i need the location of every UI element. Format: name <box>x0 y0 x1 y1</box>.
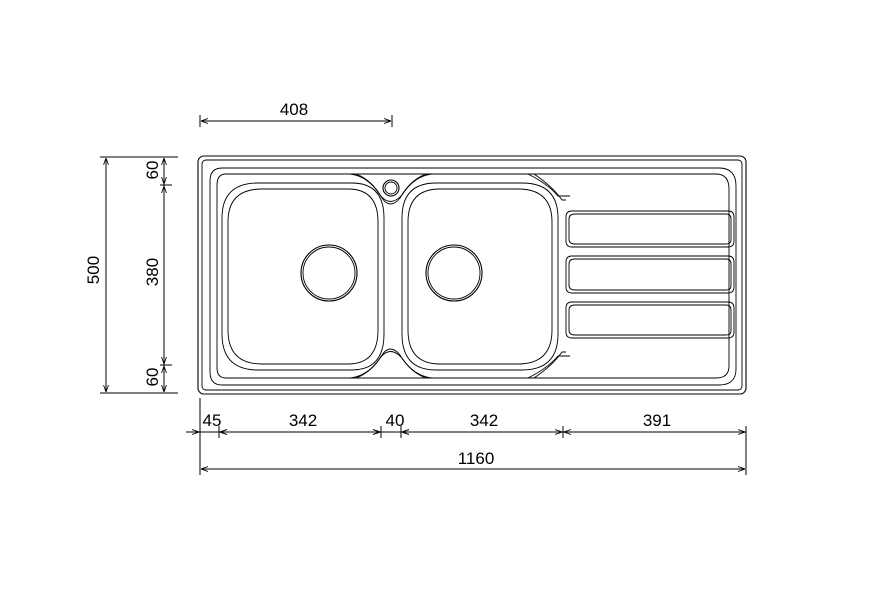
dim-label-bowl-depth: 380 <box>143 258 162 286</box>
dim-label-391: 391 <box>643 411 671 430</box>
dim-label-bottom-edge: 60 <box>143 368 162 387</box>
dimension-width-chain: 45 342 40 342 391 <box>186 398 747 475</box>
dim-label-500: 500 <box>84 256 103 284</box>
outer-rim <box>197 155 747 395</box>
dimension-overall-depth: 500 <box>84 156 178 394</box>
dim-label-408: 408 <box>280 100 308 119</box>
dimension-vertical-parts: 60 380 60 <box>143 158 172 392</box>
deck-inner <box>216 173 730 379</box>
sink-outline <box>197 155 747 395</box>
right-bowl <box>401 182 559 371</box>
tap-bridge <box>349 173 433 379</box>
flat-deck <box>209 167 737 386</box>
dim-label-1160: 1160 <box>458 449 495 468</box>
dim-label-top-edge: 60 <box>143 161 162 180</box>
dimension-overall-width: 1160 <box>201 449 745 469</box>
left-drain-hole <box>300 244 358 302</box>
drainer <box>527 173 735 379</box>
dimension-drain-offset: 408 <box>199 100 393 127</box>
dim-label-342-right: 342 <box>470 411 498 430</box>
dim-label-40: 40 <box>386 411 405 430</box>
left-bowl <box>221 182 385 371</box>
right-drain-hole <box>425 244 483 302</box>
dim-label-342-left: 342 <box>289 411 317 430</box>
dim-label-45: 45 <box>203 411 222 430</box>
tap-hole <box>382 179 400 197</box>
inner-rim <box>201 159 743 391</box>
drainer-groove <box>565 210 735 248</box>
drainer-groove <box>565 301 735 339</box>
drainer-groove <box>565 255 735 294</box>
